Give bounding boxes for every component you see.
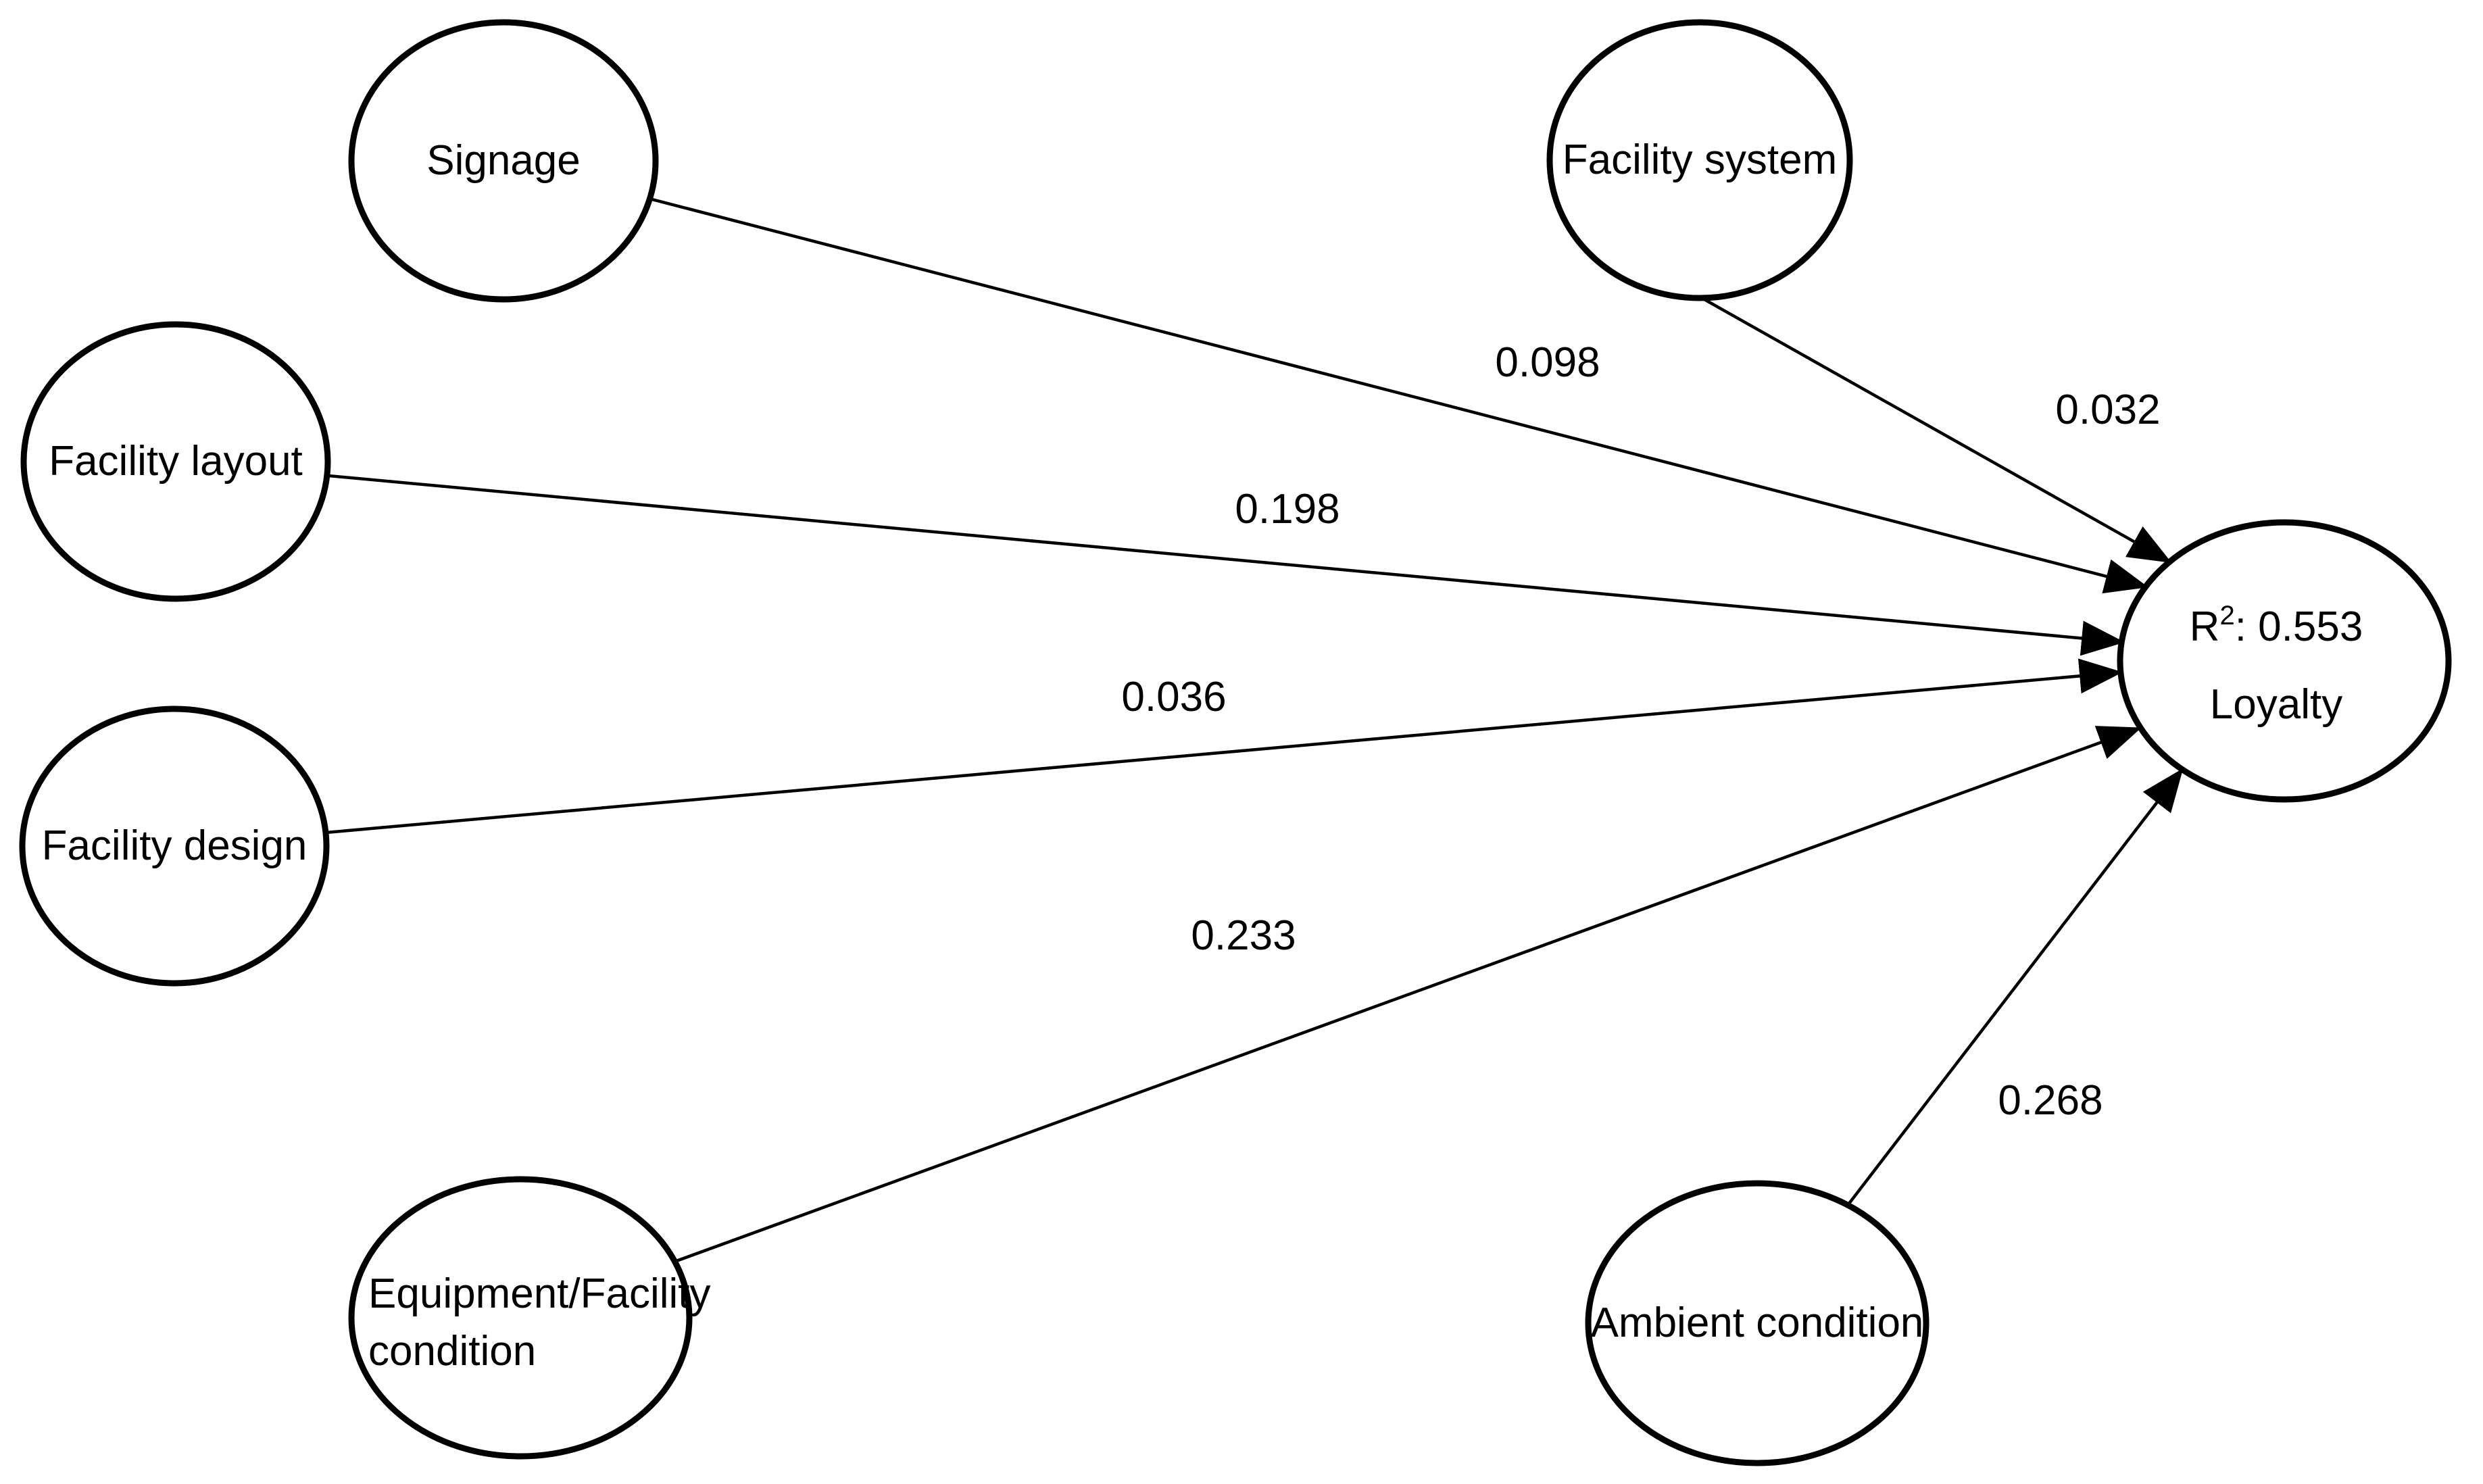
edge-facility-layout-to-loyalty bbox=[175, 460, 2125, 656]
coefficient-equipment-condition-loyalty: 0.233 bbox=[1191, 912, 1296, 959]
coefficient-signage-loyalty: 0.098 bbox=[1495, 339, 1600, 386]
node-label-ambient-condition: Ambient condition bbox=[1591, 1300, 1924, 1346]
node-label-signage: Signage bbox=[426, 137, 581, 184]
loyalty-r-superscript: 2 bbox=[2219, 601, 2234, 630]
node-label-equipment-condition-line1: Equipment/Facility bbox=[368, 1270, 711, 1317]
edge-facility-system-to-loyalty bbox=[1702, 297, 2172, 563]
loyalty-r-prefix: R bbox=[2190, 603, 2220, 650]
node-facility-design bbox=[19, 706, 330, 987]
node-ambient-condition bbox=[1585, 1180, 1929, 1466]
edge-facility-design-to-loyalty bbox=[174, 658, 2123, 848]
node-facility-system bbox=[1546, 19, 1853, 301]
loyalty-r-squared-text: R2: 0.553 bbox=[2190, 601, 2363, 650]
edge-signage-to-loyalty bbox=[503, 159, 2148, 594]
node-label-loyalty: Loyalty bbox=[2210, 681, 2342, 728]
node-label-facility-layout: Facility layout bbox=[49, 438, 303, 485]
coefficient-facility-design-loyalty: 0.036 bbox=[1121, 674, 1226, 720]
node-label-equipment-condition-line2: condition bbox=[368, 1328, 536, 1375]
node-loyalty bbox=[2117, 519, 2452, 803]
coefficient-facility-layout-loyalty: 0.198 bbox=[1235, 486, 1339, 533]
edge-equipment-condition-to-loyalty bbox=[520, 726, 2142, 1320]
loyalty-r-value: : 0.553 bbox=[2235, 603, 2363, 650]
node-label-facility-system: Facility system bbox=[1563, 137, 1837, 183]
node-facility-layout bbox=[20, 321, 331, 602]
coefficient-facility-system-loyalty: 0.032 bbox=[2055, 387, 2160, 433]
node-signage bbox=[348, 19, 659, 303]
node-label-facility-design: Facility design bbox=[42, 822, 308, 869]
coefficient-ambient-condition-loyalty: 0.268 bbox=[1998, 1077, 2103, 1124]
node-equipment-condition bbox=[348, 1176, 693, 1460]
